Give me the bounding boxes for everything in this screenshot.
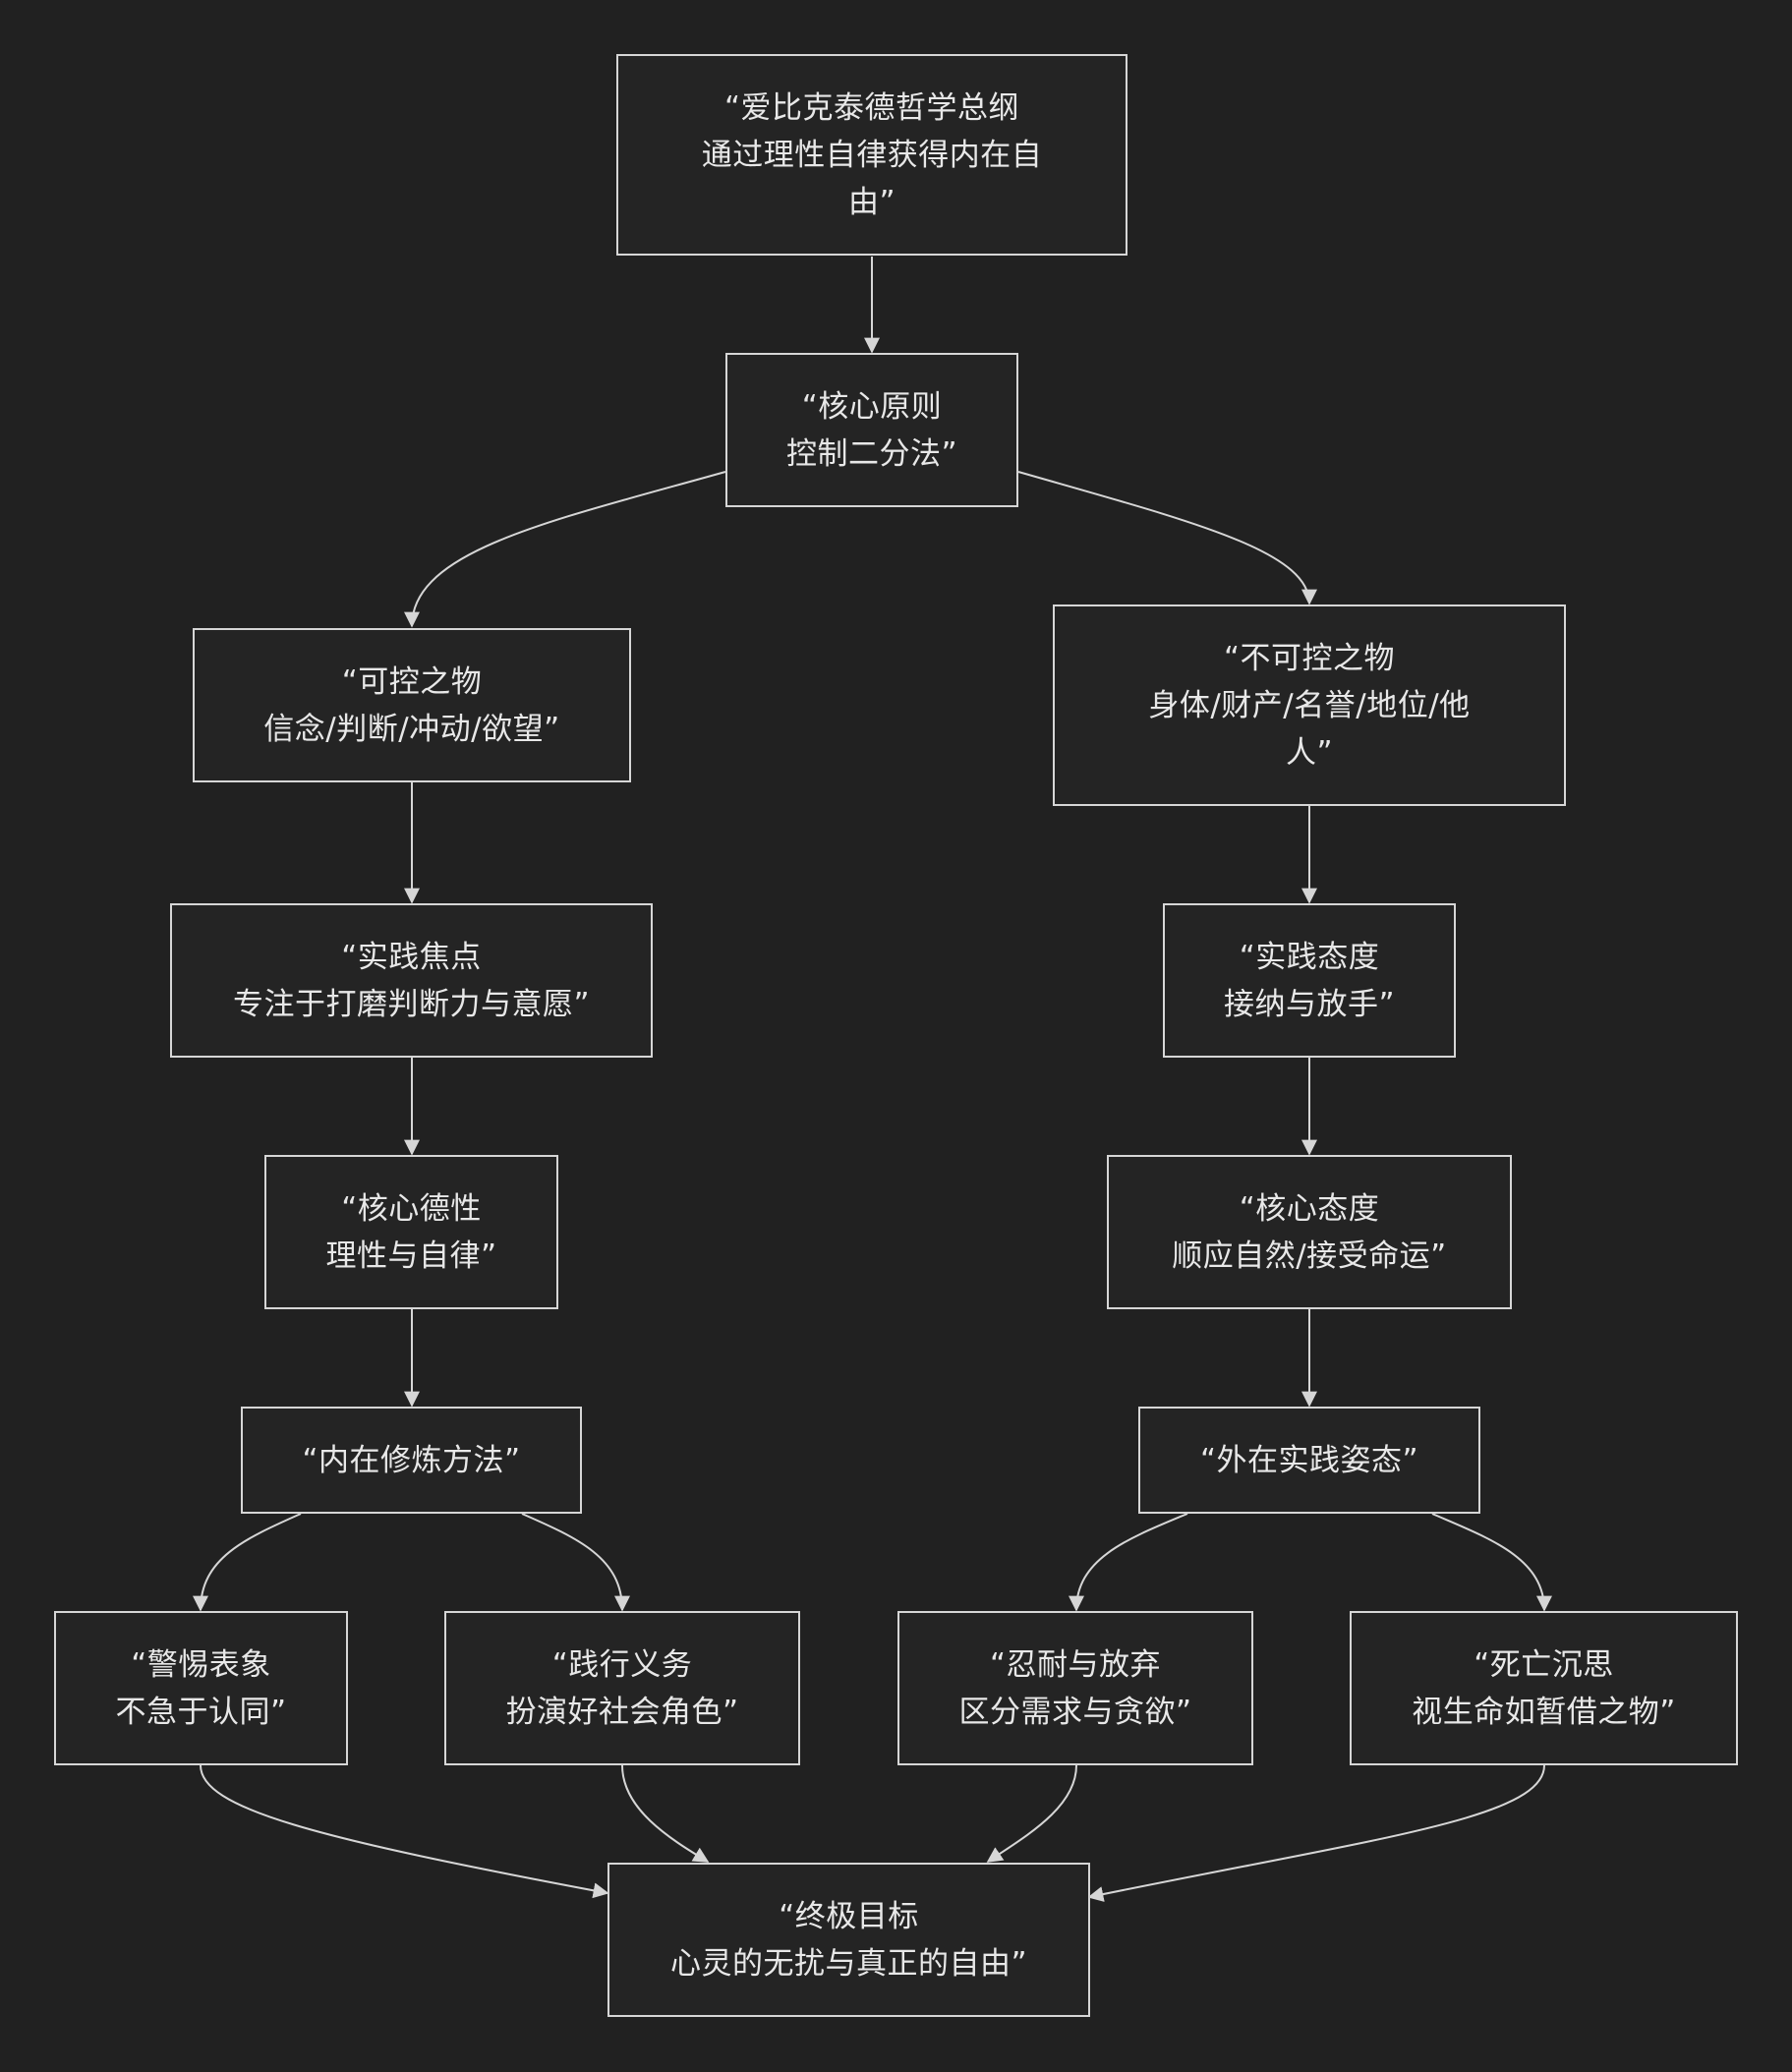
edge-outer-death: [1431, 1513, 1552, 1612]
node-endurance[interactable]: “忍耐与放弃 区分需求与贪欲”: [897, 1611, 1253, 1765]
edge-outer-endurance: [1069, 1513, 1188, 1612]
node-ultimate-goal-label: “终极目标 心灵的无扰与真正的自由”: [669, 1898, 1028, 1982]
node-core-virtue-label: “核心德性 理性与自律”: [325, 1190, 497, 1274]
node-root-label: “爱比克泰德哲学总纲 通过理性自律获得内在自 由”: [701, 89, 1043, 220]
node-practice-attitude-label: “实践态度 接纳与放手”: [1223, 939, 1396, 1022]
node-ultimate-goal[interactable]: “终极目标 心灵的无扰与真正的自由”: [607, 1863, 1090, 2017]
node-practice-attitude[interactable]: “实践态度 接纳与放手”: [1163, 903, 1456, 1058]
edge-duty-goal: [621, 1764, 710, 1863]
node-outer-stance[interactable]: “外在实践姿态”: [1138, 1407, 1480, 1514]
node-core-virtue[interactable]: “核心德性 理性与自律”: [264, 1155, 558, 1309]
node-inner-method-label: “内在修炼方法”: [302, 1442, 521, 1478]
node-controllable-label: “可控之物 信念/判断/冲动/欲望”: [263, 663, 560, 747]
edge-endurance-goal: [986, 1764, 1077, 1863]
node-duty-label: “践行义务 扮演好社会角色”: [505, 1646, 739, 1730]
node-core-attitude[interactable]: “核心态度 顺应自然/接受命运”: [1107, 1155, 1512, 1309]
node-core-principle-label: “核心原则 控制二分法”: [785, 388, 958, 472]
node-root[interactable]: “爱比克泰德哲学总纲 通过理性自律获得内在自 由”: [616, 54, 1127, 256]
edge-core-controllable: [404, 471, 726, 628]
node-vigilance-label: “警惕表象 不急于认同”: [115, 1646, 287, 1730]
node-death-meditation[interactable]: “死亡沉思 视生命如暂借之物”: [1350, 1611, 1738, 1765]
edge-inner-duty: [521, 1513, 630, 1612]
node-core-principle[interactable]: “核心原则 控制二分法”: [725, 353, 1018, 507]
node-controllable[interactable]: “可控之物 信念/判断/冲动/欲望”: [193, 628, 631, 782]
node-uncontrollable[interactable]: “不可控之物 身体/财产/名誉/地位/他 人”: [1053, 604, 1566, 806]
edge-vigilance-goal: [200, 1764, 609, 1899]
edge-core-uncontrollable: [1017, 471, 1317, 605]
edge-death-goal: [1087, 1764, 1545, 1902]
node-endurance-label: “忍耐与放弃 区分需求与贪欲”: [958, 1646, 1192, 1730]
node-uncontrollable-label: “不可控之物 身体/财产/名誉/地位/他 人”: [1148, 640, 1471, 771]
node-outer-stance-label: “外在实践姿态”: [1199, 1442, 1419, 1478]
node-core-attitude-label: “核心态度 顺应自然/接受命运”: [1172, 1190, 1447, 1274]
node-inner-method[interactable]: “内在修炼方法”: [241, 1407, 582, 1514]
node-death-meditation-label: “死亡沉思 视生命如暂借之物”: [1412, 1646, 1676, 1730]
node-duty[interactable]: “践行义务 扮演好社会角色”: [444, 1611, 800, 1765]
node-practice-focus-label: “实践焦点 专注于打磨判断力与意愿”: [232, 939, 591, 1022]
edge-inner-vigilance: [193, 1513, 302, 1612]
node-practice-focus[interactable]: “实践焦点 专注于打磨判断力与意愿”: [170, 903, 653, 1058]
node-vigilance[interactable]: “警惕表象 不急于认同”: [54, 1611, 348, 1765]
